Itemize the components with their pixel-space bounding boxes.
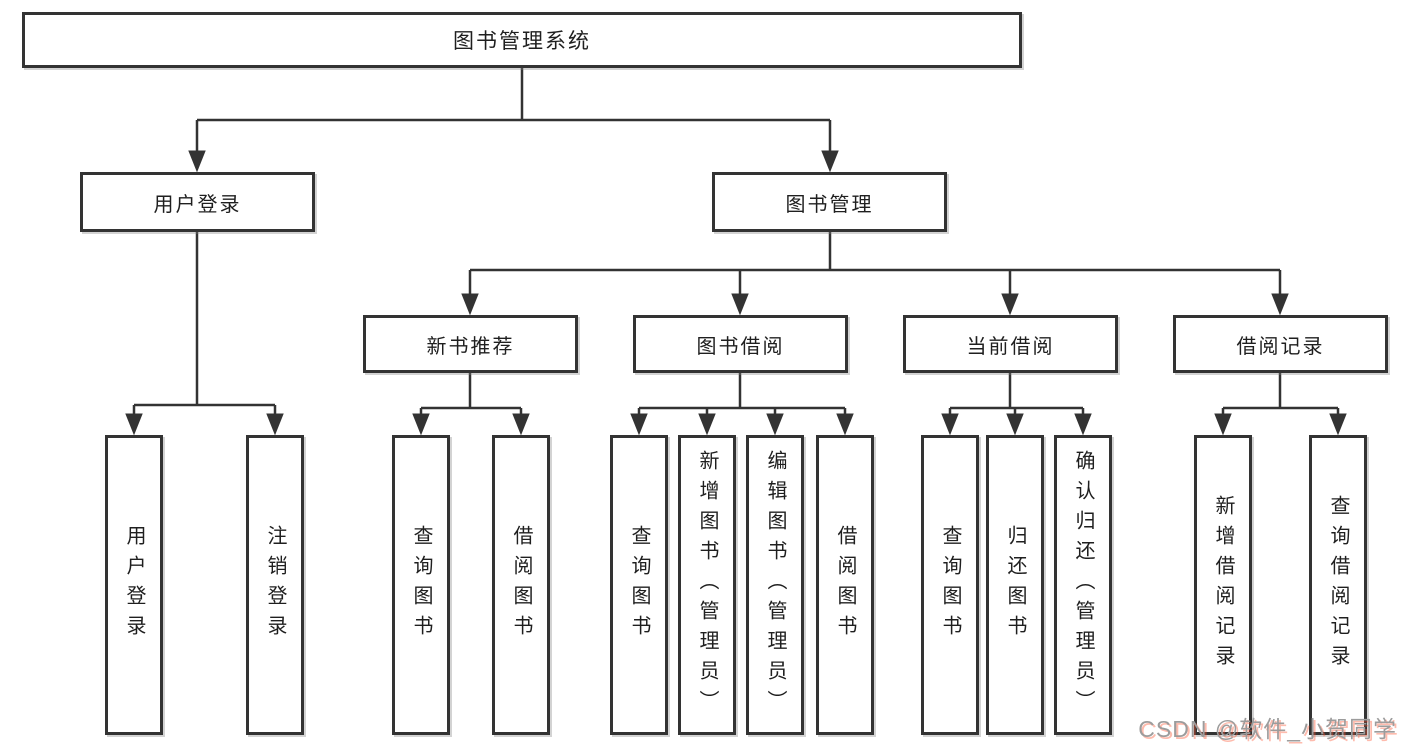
leaf-user-login-label: 用户登录 — [123, 525, 145, 645]
node-book-borrowing: 图书借阅 — [633, 315, 848, 373]
leaf-borrowing-edit-book-label: 编辑图书（管理员） — [764, 450, 786, 720]
leaf-borrowing-add-book-label: 新增图书（管理员） — [696, 450, 718, 720]
leaf-borrowing-add-book: 新增图书（管理员） — [678, 435, 736, 735]
leaf-newbooks-query-book: 查询图书 — [392, 435, 450, 735]
csdn-watermark: CSDN @软件_小贺同学 — [1138, 716, 1397, 742]
leaf-borrowing-query-book: 查询图书 — [610, 435, 668, 735]
leaf-records-query-record-label: 查询借阅记录 — [1327, 495, 1349, 675]
leaf-user-login: 用户登录 — [105, 435, 163, 735]
leaf-current-query-book: 查询图书 — [921, 435, 979, 735]
node-borrowing-records-label: 借阅记录 — [1236, 335, 1325, 358]
node-book-borrowing-label: 图书借阅 — [696, 335, 785, 358]
leaf-borrowing-borrow-book-label: 借阅图书 — [834, 525, 856, 645]
leaf-borrowing-borrow-book: 借阅图书 — [816, 435, 874, 735]
node-user-login-label: 用户登录 — [153, 193, 242, 216]
leaf-borrowing-query-book-label: 查询图书 — [628, 525, 650, 645]
leaf-newbooks-query-book-label: 查询图书 — [410, 525, 432, 645]
leaf-current-return-book: 归还图书 — [986, 435, 1044, 735]
node-book-management: 图书管理 — [712, 172, 947, 232]
leaf-logout: 注销登录 — [246, 435, 304, 735]
leaf-records-query-record: 查询借阅记录 — [1309, 435, 1367, 735]
node-library-system-label: 图书管理系统 — [453, 30, 591, 53]
leaf-logout-label: 注销登录 — [264, 525, 286, 645]
leaf-records-add-record: 新增借阅记录 — [1194, 435, 1252, 735]
node-user-login: 用户登录 — [80, 172, 315, 232]
node-new-book-recommend: 新书推荐 — [363, 315, 578, 373]
leaf-current-return-book-label: 归还图书 — [1004, 525, 1026, 645]
leaf-records-add-record-label: 新增借阅记录 — [1212, 495, 1234, 675]
leaf-current-query-book-label: 查询图书 — [939, 525, 961, 645]
leaf-newbooks-borrow-book: 借阅图书 — [492, 435, 550, 735]
node-new-book-recommend-label: 新书推荐 — [426, 335, 515, 358]
node-borrowing-records: 借阅记录 — [1173, 315, 1388, 373]
leaf-current-confirm-return: 确认归还（管理员） — [1054, 435, 1112, 735]
leaf-current-confirm-return-label: 确认归还（管理员） — [1072, 450, 1094, 720]
node-current-borrowing-label: 当前借阅 — [966, 335, 1055, 358]
node-current-borrowing: 当前借阅 — [903, 315, 1118, 373]
leaf-newbooks-borrow-book-label: 借阅图书 — [510, 525, 532, 645]
node-library-system: 图书管理系统 — [22, 12, 1022, 68]
leaf-borrowing-edit-book: 编辑图书（管理员） — [746, 435, 804, 735]
node-book-management-label: 图书管理 — [785, 193, 874, 216]
